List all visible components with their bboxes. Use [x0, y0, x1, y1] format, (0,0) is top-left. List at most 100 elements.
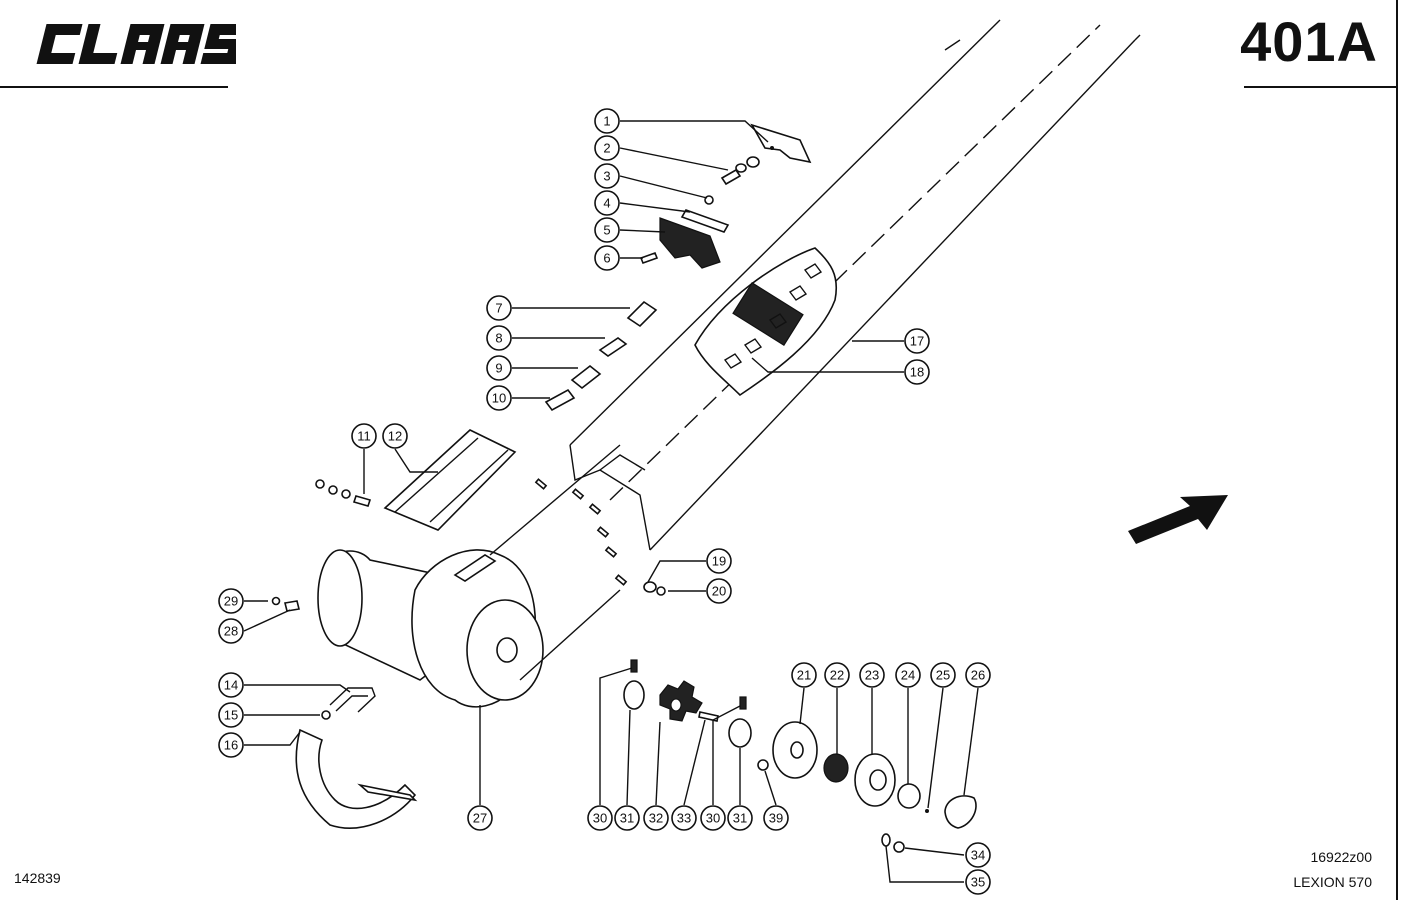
- callout-24: 24: [895, 662, 921, 688]
- callout-17: 17: [904, 328, 930, 354]
- svg-text:30: 30: [706, 811, 720, 826]
- callout-28: 28: [218, 618, 244, 644]
- page-code: 401A: [1240, 10, 1378, 73]
- callout-19: 19: [706, 548, 732, 574]
- svg-text:17: 17: [910, 334, 924, 349]
- svg-text:5: 5: [603, 223, 610, 238]
- callouts: 1 2 3 4 5 6 7 8 9 10 11 12 14 15 16 17 1…: [218, 108, 991, 895]
- cover-fasteners: [315, 479, 372, 507]
- callout-29: 29: [218, 588, 244, 614]
- cover-plate: [383, 429, 517, 531]
- svg-text:8: 8: [495, 331, 502, 346]
- svg-text:10: 10: [492, 391, 506, 406]
- svg-text:34: 34: [971, 848, 985, 863]
- svg-text:2: 2: [603, 141, 610, 156]
- svg-text:35: 35: [971, 875, 985, 890]
- svg-text:32: 32: [649, 811, 663, 826]
- callout-11: 11: [351, 423, 377, 449]
- svg-text:7: 7: [495, 301, 502, 316]
- svg-text:27: 27: [473, 811, 487, 826]
- callout-14: 14: [218, 672, 244, 698]
- svg-text:19: 19: [712, 554, 726, 569]
- left-reference-number: 142839: [14, 870, 61, 886]
- callout-9: 9: [486, 355, 512, 381]
- svg-text:24: 24: [901, 668, 915, 683]
- mounting-bracket: [750, 123, 812, 164]
- callout-30-left: 30: [587, 805, 613, 831]
- callout-22: 22: [824, 662, 850, 688]
- callout-2: 2: [594, 135, 620, 161]
- svg-text:6: 6: [603, 251, 610, 266]
- callout-8: 8: [486, 325, 512, 351]
- svg-text:29: 29: [224, 594, 238, 609]
- callout-15: 15: [218, 702, 244, 728]
- model-name: LEXION 570: [1293, 874, 1372, 890]
- svg-text:3: 3: [603, 169, 610, 184]
- callout-30-right: 30: [700, 805, 726, 831]
- svg-text:31: 31: [733, 811, 747, 826]
- chain-pins: [534, 478, 628, 586]
- header-rule-left: [0, 86, 228, 88]
- callout-6: 6: [594, 245, 620, 271]
- claas-logo: [36, 24, 236, 64]
- callout-35: 35: [965, 869, 991, 895]
- callout-20: 20: [706, 578, 732, 604]
- svg-text:22: 22: [830, 668, 844, 683]
- chain-link-parts: [544, 300, 658, 412]
- svg-text:12: 12: [388, 429, 402, 444]
- callout-26: 26: [965, 662, 991, 688]
- callout-10: 10: [486, 385, 512, 411]
- svg-text:18: 18: [910, 365, 924, 380]
- callout-31-left: 31: [614, 805, 640, 831]
- svg-text:11: 11: [357, 429, 371, 444]
- callout-7: 7: [486, 295, 512, 321]
- direction-arrow: [1128, 495, 1228, 544]
- svg-text:25: 25: [936, 668, 950, 683]
- callout-23: 23: [859, 662, 885, 688]
- callout-39: 39: [763, 805, 789, 831]
- lower-housing: [317, 444, 621, 708]
- svg-text:21: 21: [797, 668, 811, 683]
- callout-1: 1: [594, 108, 620, 134]
- callout-31-right: 31: [727, 805, 753, 831]
- svg-text:33: 33: [677, 811, 691, 826]
- guide-strip: [680, 209, 730, 233]
- callout-27: 27: [467, 805, 493, 831]
- drive-parts: [623, 659, 977, 853]
- slat-plate: [639, 217, 721, 269]
- callout-33: 33: [671, 805, 697, 831]
- svg-text:28: 28: [224, 624, 238, 639]
- svg-text:15: 15: [224, 708, 238, 723]
- elevator-tube: [569, 19, 1141, 551]
- svg-text:31: 31: [620, 811, 634, 826]
- callout-4: 4: [594, 190, 620, 216]
- header-rule-right: [1244, 86, 1398, 88]
- u-bolt-and-clamp: [295, 687, 418, 829]
- svg-text:16: 16: [224, 738, 238, 753]
- svg-text:30: 30: [593, 811, 607, 826]
- bolt-28-washer-29: [271, 596, 300, 612]
- washer-nut-19-20: [643, 581, 666, 596]
- frame-right-edge: [1396, 0, 1398, 900]
- callout-32: 32: [643, 805, 669, 831]
- callout-12: 12: [382, 423, 408, 449]
- svg-text:26: 26: [971, 668, 985, 683]
- svg-text:4: 4: [603, 196, 610, 211]
- bolt-washer-set: [704, 156, 760, 205]
- callout-16: 16: [218, 732, 244, 758]
- callout-18: 18: [904, 359, 930, 385]
- callout-25: 25: [930, 662, 956, 688]
- svg-text:23: 23: [865, 668, 879, 683]
- cutaway-window: [694, 247, 837, 397]
- svg-text:39: 39: [769, 811, 783, 826]
- svg-text:20: 20: [712, 584, 726, 599]
- svg-text:14: 14: [224, 678, 238, 693]
- callout-34: 34: [965, 842, 991, 868]
- leader-lines: [243, 120, 979, 883]
- svg-text:1: 1: [603, 114, 610, 129]
- callout-21: 21: [791, 662, 817, 688]
- svg-text:9: 9: [495, 361, 502, 376]
- callout-5: 5: [594, 217, 620, 243]
- callout-3: 3: [594, 163, 620, 189]
